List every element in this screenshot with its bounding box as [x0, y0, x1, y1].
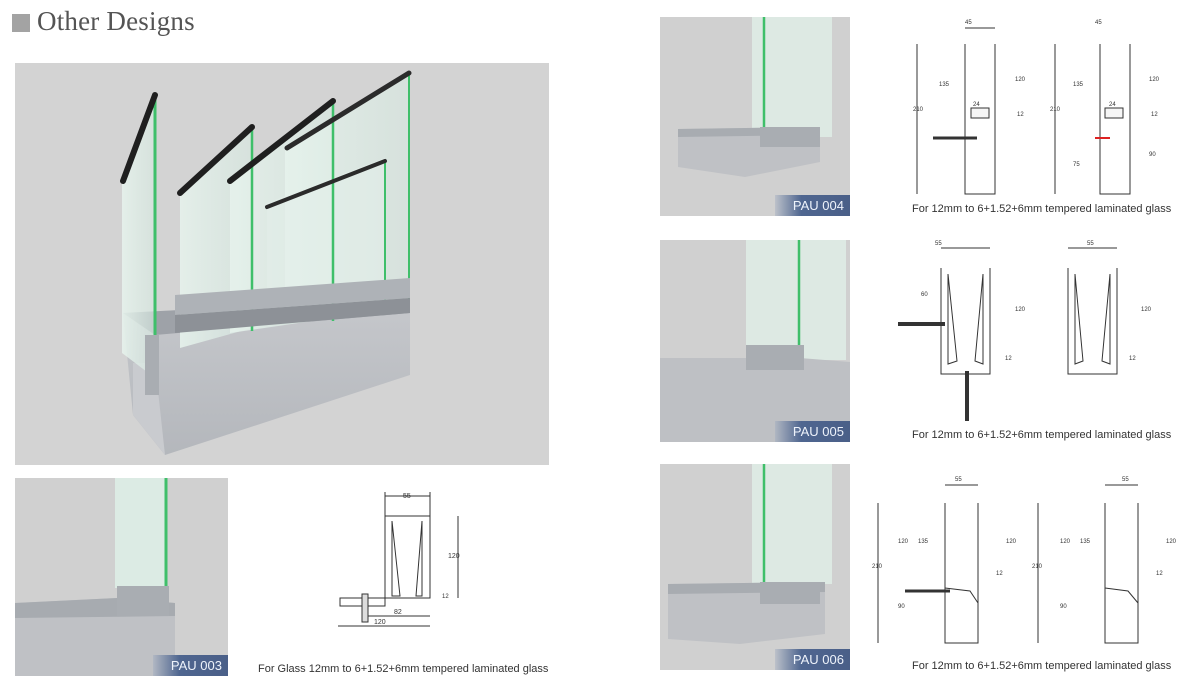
- design-code-tag-pau-003: PAU 003: [152, 655, 228, 676]
- dim-inner: 82: [394, 609, 402, 616]
- dim-120-a2: 120: [1006, 539, 1017, 545]
- dim-210-b: 210: [1032, 564, 1043, 570]
- dim-210-b: 210: [1050, 107, 1061, 113]
- caption-pau-006: For 12mm to 6+1.52+6mm tempered laminate…: [912, 660, 1172, 672]
- dim-12-b: 12: [1129, 356, 1136, 362]
- dim-width-top-b: 55: [1122, 477, 1129, 483]
- dim-135-b: 135: [1073, 82, 1084, 88]
- hero-render-image: [15, 63, 549, 465]
- dim-90-a: 90: [898, 604, 905, 610]
- caption-pau-005: For 12mm to 6+1.52+6mm tempered laminate…: [912, 429, 1172, 441]
- dim-60-a: 60: [921, 292, 928, 298]
- render-pau-003: PAU 003: [15, 478, 228, 676]
- dim-width-top: 55: [403, 493, 411, 500]
- dim-210-a: 210: [913, 107, 924, 113]
- render-pau-005: PAU 005: [660, 240, 850, 442]
- drawing-pau-004: 45 210 135 120 24 12 45 210 135 75 120 9…: [905, 16, 1170, 196]
- heading-square-icon: [12, 14, 30, 32]
- dim-width-top-a: 45: [965, 20, 972, 26]
- dim-210-a: 210: [872, 564, 883, 570]
- dim-135-a: 135: [939, 82, 950, 88]
- dim-120-b: 120: [1149, 77, 1160, 83]
- dim-120-a: 120: [1015, 307, 1026, 313]
- page-title: Other Designs: [37, 6, 195, 36]
- dim-120-b: 120: [1141, 307, 1152, 313]
- dim-height: 120: [448, 553, 460, 560]
- dim-base: 12: [442, 594, 449, 600]
- dim-width-top-b: 45: [1095, 20, 1102, 26]
- drawing-pau-003: 55 120 12 82 120: [330, 486, 470, 656]
- drawing-pau-006: 55 210 120 135 120 12 90 55 210 120 135 …: [870, 473, 1180, 648]
- dim-120-a1: 120: [898, 539, 909, 545]
- dim-120-a: 120: [1015, 77, 1026, 83]
- dim-24-b: 24: [1109, 102, 1116, 108]
- dim-width-top-a: 55: [935, 241, 942, 247]
- dim-120-b2: 120: [1166, 539, 1177, 545]
- dim-total: 120: [374, 619, 386, 626]
- dim-12-b: 12: [1156, 571, 1163, 577]
- caption-pau-003: For Glass 12mm to 6+1.52+6mm tempered la…: [258, 663, 549, 675]
- dim-12-b: 12: [1151, 112, 1158, 118]
- design-code-tag-pau-005: PAU 005: [774, 421, 850, 442]
- render-pau-004: PAU 004: [660, 17, 850, 216]
- design-code-tag-pau-004: PAU 004: [774, 195, 850, 216]
- dim-12-a: 12: [996, 571, 1003, 577]
- dim-width-top-a: 55: [955, 477, 962, 483]
- dim-90-b: 90: [1060, 604, 1067, 610]
- dim-75-b: 75: [1073, 162, 1080, 168]
- design-code-tag-pau-006: PAU 006: [774, 649, 850, 670]
- dim-width-top-b: 55: [1087, 241, 1094, 247]
- dim-135-a: 135: [918, 539, 929, 545]
- render-pau-006: PAU 006: [660, 464, 850, 670]
- dim-12-a: 12: [1017, 112, 1024, 118]
- drawing-pau-005: 55 60 120 12 55 120 12: [893, 236, 1173, 426]
- dim-24-a: 24: [973, 102, 980, 108]
- dim-12-a: 12: [1005, 356, 1012, 362]
- caption-pau-004: For 12mm to 6+1.52+6mm tempered laminate…: [912, 203, 1172, 215]
- dim-135-b: 135: [1080, 539, 1091, 545]
- dim-90-b: 90: [1149, 152, 1156, 158]
- dim-120-b1: 120: [1060, 539, 1071, 545]
